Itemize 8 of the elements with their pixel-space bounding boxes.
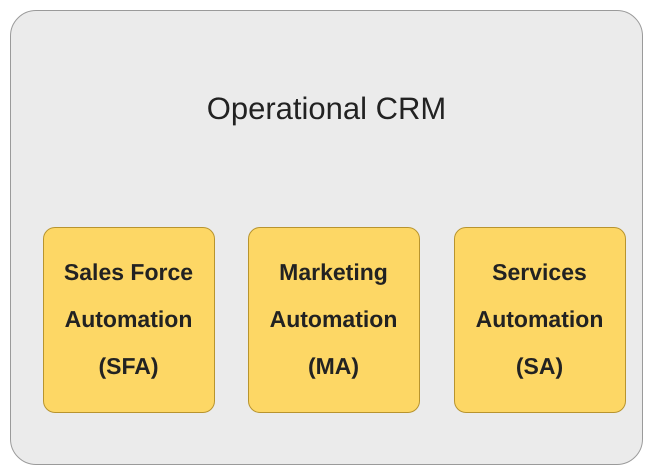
module-label: Marketing Automation (MA) [268,258,398,381]
group-panel [10,10,643,465]
module-box [42,226,214,412]
module-label: Sales Force Automation (SFA) [62,258,194,381]
panel-title: Operational CRM [206,91,448,127]
module-box [248,226,420,412]
module-label: Services Automation (SA) [474,258,604,381]
module-box [454,226,626,412]
